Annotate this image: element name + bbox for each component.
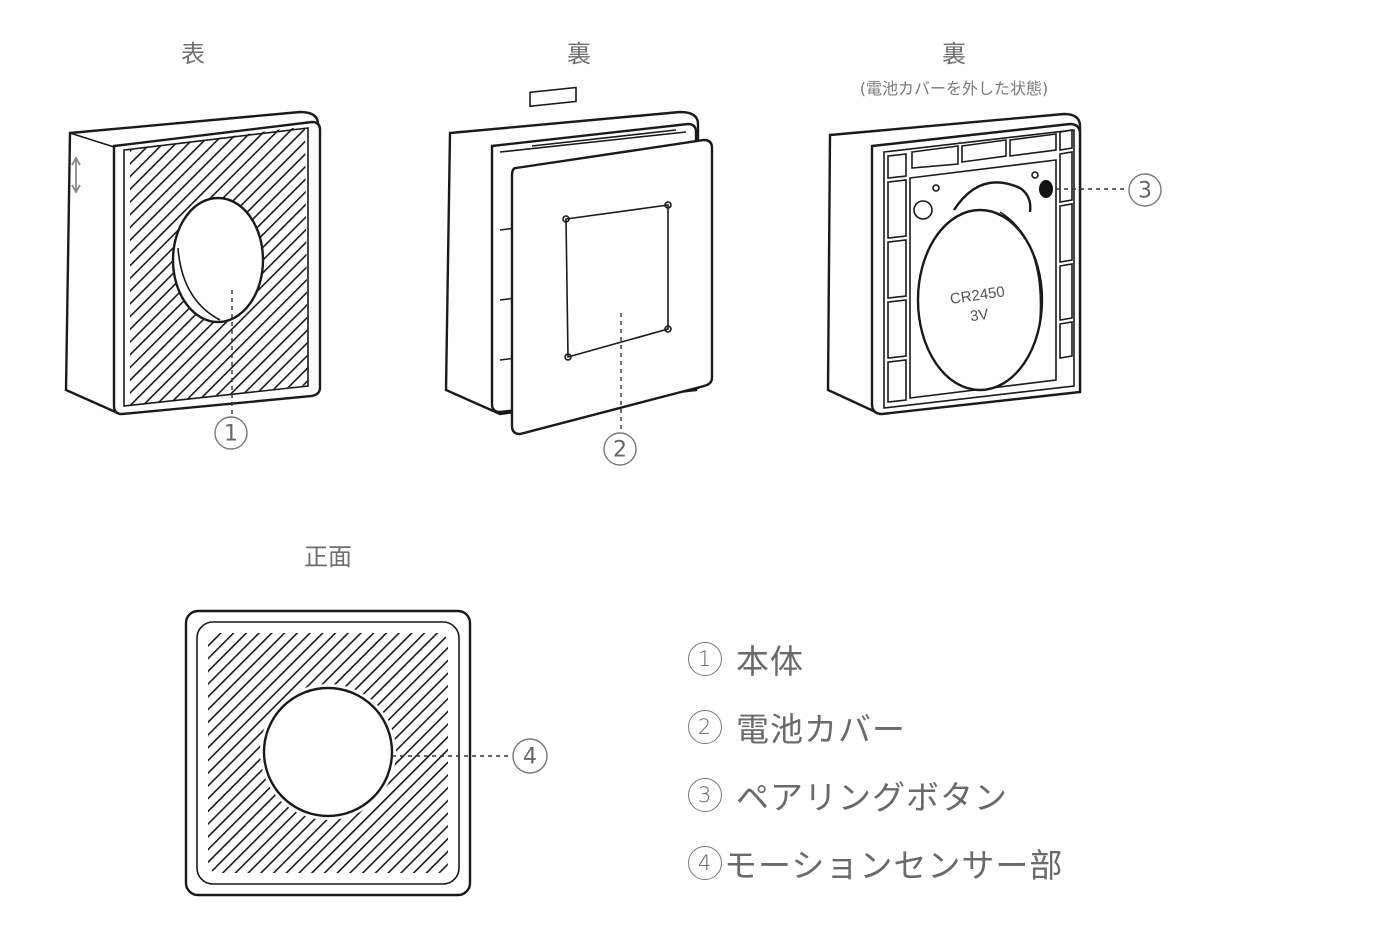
sensor-lens: [171, 196, 265, 324]
legend-label: 本体: [736, 642, 804, 681]
caption-front-view: 正面: [304, 543, 352, 571]
subcaption-back-open: (電池カバーを外した状態): [859, 79, 1049, 98]
legend-label: ペアリングボタン: [736, 778, 1008, 817]
cover-recess: [565, 204, 669, 359]
pairing-button[interactable]: [1039, 180, 1053, 198]
parts-legend: 1 本体 2 電池カバー 3 ペアリングボタン 4 モーションセンサー部: [688, 625, 1063, 897]
battery-holder: [952, 181, 1032, 213]
legend-number: 4: [688, 846, 722, 880]
legend-item: 3 ペアリングボタン: [688, 761, 1063, 829]
caption-front: 表: [181, 40, 205, 68]
coin-battery: [916, 208, 1044, 392]
callout-1: 1: [214, 416, 248, 450]
callout-2: 2: [603, 432, 637, 466]
legend-item: 2 電池カバー: [688, 693, 1063, 761]
battery-cover: [510, 138, 714, 436]
legend-item: 4 モーションセンサー部: [688, 829, 1063, 897]
legend-label: 電池カバー: [736, 710, 906, 749]
battery-voltage: 3V: [969, 306, 990, 325]
legend-number: 1: [688, 642, 722, 676]
legend-number: 3: [688, 778, 722, 812]
legend-number: 2: [688, 710, 722, 744]
arrow-icon: [71, 156, 81, 194]
legend-item: 1 本体: [688, 625, 1063, 693]
svg-text:4: 4: [523, 745, 537, 770]
motion-sensor: [262, 686, 394, 818]
svg-text:2: 2: [613, 438, 627, 463]
legend-label: モーションセンサー部: [724, 846, 1064, 885]
callout-3: 3: [1128, 173, 1162, 207]
caption-back-open: 裏: [942, 40, 966, 68]
callout-4: 4: [512, 738, 548, 774]
svg-text:1: 1: [224, 422, 238, 447]
caption-back: 裏: [567, 40, 591, 68]
svg-text:3: 3: [1138, 179, 1152, 204]
